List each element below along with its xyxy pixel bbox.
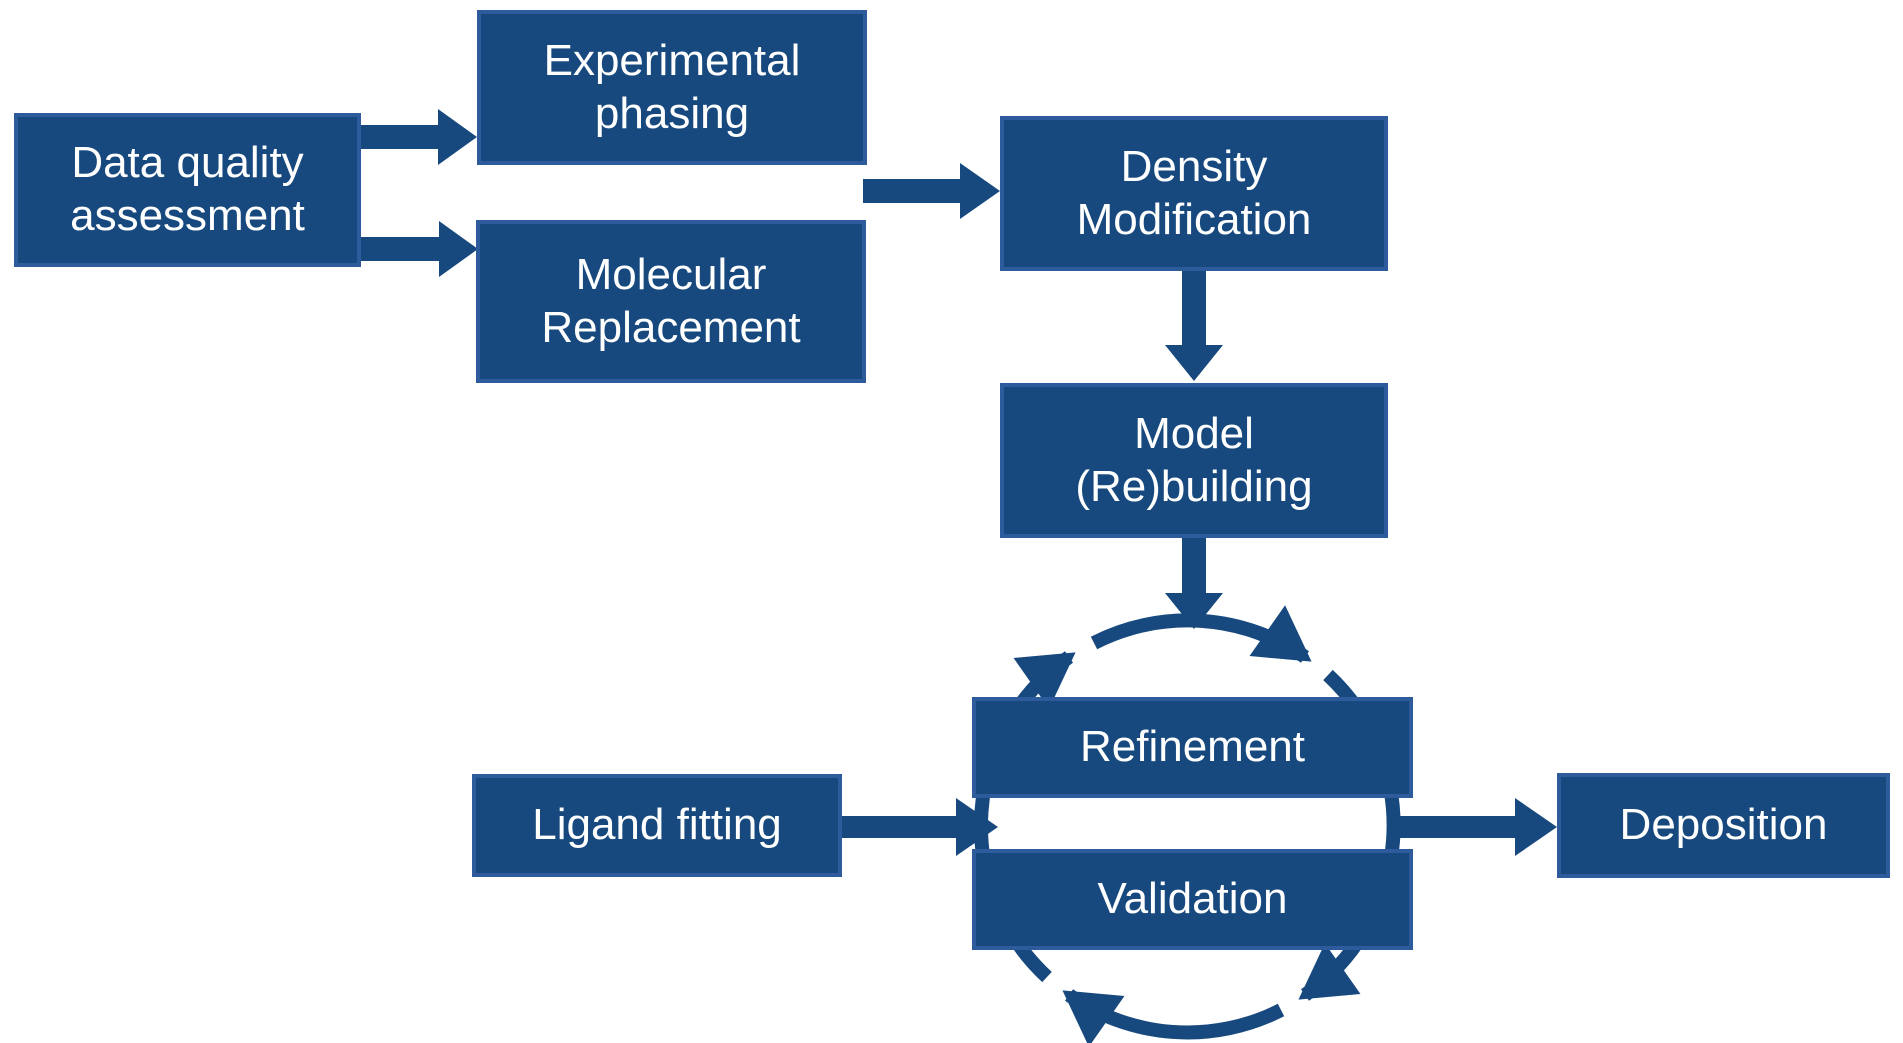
arrow-phasing-to-density-icon (863, 163, 1000, 219)
cycle-arrowhead-upper-left-icon (1013, 652, 1076, 709)
arrow-dataquality-to-molecular-icon (359, 221, 478, 277)
node-density-modification: Density Modification (1000, 116, 1388, 271)
node-model-rebuilding: Model (Re)building (1000, 383, 1388, 538)
arrow-density-to-model-icon (1165, 271, 1223, 381)
cycle-arrowhead-lower-left-icon (1062, 990, 1125, 1043)
node-ligand-fitting: Ligand fitting (472, 774, 842, 877)
node-validation: Validation (972, 849, 1413, 950)
arrow-ligand-to-cycle-icon (840, 798, 998, 856)
arrow-cycle-to-deposition-icon (1390, 798, 1557, 856)
arrow-dataquality-to-experimental-icon (359, 109, 477, 165)
node-deposition: Deposition (1557, 773, 1890, 878)
cycle-arrowhead-lower-right-icon (1298, 943, 1361, 1000)
cycle-arrowhead-upper-right-icon (1249, 605, 1312, 662)
node-experimental-phasing: Experimental phasing (477, 10, 867, 165)
node-molecular-replacement: Molecular Replacement (476, 220, 866, 383)
arrow-model-to-cycle-icon (1165, 538, 1223, 629)
node-refinement: Refinement (972, 697, 1413, 798)
node-data-quality-assessment: Data quality assessment (14, 113, 361, 267)
